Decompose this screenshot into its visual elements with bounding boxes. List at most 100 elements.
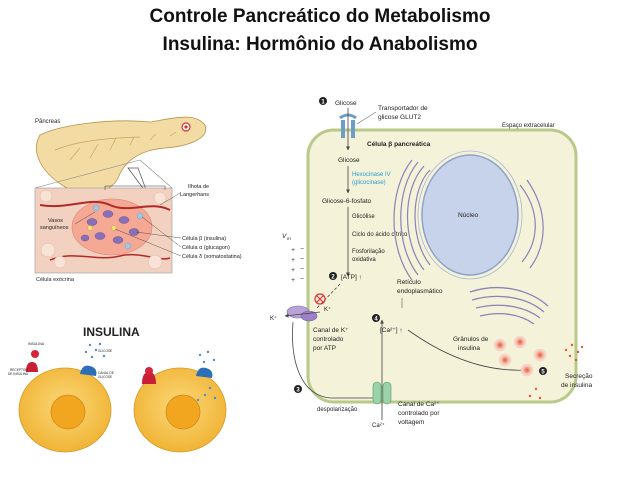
atp-label: [ATP] ↑ <box>341 274 362 281</box>
ca-channel-label-3: voltagem <box>398 419 424 426</box>
glut2-transporter <box>341 120 355 138</box>
golgi-apparatus <box>469 286 549 325</box>
hexokinase-label-2: (glicocinase) <box>352 180 386 186</box>
ca-increase-label: [Ca²⁺] ↑ <box>380 327 403 334</box>
oxphos-label-2: oxidativa <box>352 257 376 263</box>
islet-label-2: Langerhans <box>180 192 209 198</box>
svg-text:−: − <box>300 276 304 283</box>
step-1: 1 <box>321 100 325 106</box>
oxphos-label: Fosforilação <box>352 249 385 255</box>
secretion-label-2: de insulina <box>561 382 592 389</box>
insulin-molecule <box>31 350 39 358</box>
ca-channel-label: Canal de Ca²⁺ <box>398 401 440 408</box>
blood-vessel <box>39 200 171 211</box>
vm-subscript: m <box>287 236 291 241</box>
k-inside-label: K⁺ <box>324 306 331 313</box>
nucleus <box>421 154 519 276</box>
glucose-particles-left <box>84 342 106 359</box>
receptor-label: RECEPTOR <box>10 368 28 372</box>
transporter-label-2: glicose GLUT2 <box>378 114 421 121</box>
g6p-label: Glicose-6-fosfato <box>322 198 372 205</box>
secreted-insulin <box>528 343 584 400</box>
extracellular-label: Espaço extracelular <box>502 123 555 129</box>
alpha-label: Célula α (glucagon) <box>182 245 230 251</box>
insulin-title: INSULINA <box>83 325 140 339</box>
vm-label: V <box>282 233 287 240</box>
svg-text:+: + <box>291 257 295 264</box>
step-4: 4 <box>374 317 378 323</box>
title-line-2: Insulina: Hormônio do Anabolismo <box>162 34 478 55</box>
cell-nucleus-right <box>165 394 201 430</box>
nucleus-label: Núcleo <box>458 212 479 219</box>
step-1-badge <box>319 97 327 105</box>
step-3-badge <box>294 385 302 393</box>
pancreas-organ <box>36 116 207 194</box>
granules-label-2: insulina <box>458 345 480 352</box>
svg-text:+: + <box>291 277 295 284</box>
step-5-badge <box>539 367 547 375</box>
krebs-label: Ciclo do ácido cítrico <box>352 232 408 238</box>
insulin-receptor-left <box>26 362 38 372</box>
glucose-particles-right <box>196 350 217 402</box>
beta-label: Célula β (insulina) <box>182 236 226 242</box>
vessels-label-2: sanguíneos <box>40 225 69 231</box>
glucose-channel-right <box>196 367 213 378</box>
glycolysis-label: Glicólise <box>352 214 375 220</box>
svg-text:−: − <box>300 266 304 273</box>
svg-text:−: − <box>300 256 304 263</box>
pancreas-label: Pâncreas <box>35 119 60 125</box>
channel-label-2: GLICOSE <box>98 375 112 379</box>
insulin-receptor-right <box>142 372 156 384</box>
k-outside-label: K⁺ <box>270 315 277 322</box>
depolarization-label: despolarização <box>317 407 358 413</box>
exocrine-cells <box>39 189 167 270</box>
granules-label: Grânulos de <box>453 336 489 343</box>
endoplasmic-reticulum <box>393 159 544 281</box>
insulin-panel: INSULINA INSULINA RECEPTOR DE INSULINA G… <box>8 325 227 453</box>
pancreas-panel: Pâncreas Ilhota de Langerhans <box>34 116 242 283</box>
receptor-label-2: DE INSULINA <box>8 372 29 376</box>
ca-channel-label-2: controlado por <box>398 410 440 417</box>
er-label-2: endoplasmático <box>397 288 443 295</box>
cell-nucleus-left <box>50 394 86 430</box>
k-channel-label-2: controlado <box>313 336 344 343</box>
delta-label: Célula δ (somatostatina) <box>182 254 242 260</box>
vessels-label: Vasos <box>48 218 63 224</box>
step-2: 2 <box>331 275 335 281</box>
ca-outside-label: Ca²⁺ <box>372 422 385 429</box>
atp-block-icon <box>314 293 326 305</box>
k-channel-label: Canal de K⁺ <box>313 327 349 334</box>
insulin-label: INSULINA <box>28 342 45 346</box>
step-5: 5 <box>541 370 545 376</box>
svg-text:−: − <box>300 246 304 253</box>
cell-title: Célula β pancreática <box>367 141 431 148</box>
glucose-channel-left <box>80 365 97 376</box>
ca-channel <box>372 381 392 405</box>
svg-text:+: + <box>291 247 295 254</box>
exocrine-label: Célula exócrina <box>36 277 75 283</box>
hexokinase-label: Hexocinase IV <box>352 172 391 178</box>
channel-label: CANAL DE <box>98 371 114 375</box>
svg-text:+: + <box>291 267 295 274</box>
glucose-intracellular: Glicose <box>338 157 360 164</box>
step-3: 3 <box>296 388 300 394</box>
islet-label: Ilhota de <box>188 184 209 190</box>
depolarization-arrow <box>292 321 379 400</box>
alpha-cells <box>92 204 144 250</box>
title-line-1: Controle Pancreático do Metabolismo <box>149 6 491 27</box>
step-2-badge <box>329 272 337 280</box>
beta-cells <box>80 210 140 244</box>
pancreatic-duct <box>54 131 177 161</box>
membrane-charges: + + + + − − − − <box>291 246 304 284</box>
beta-cell-panel: Espaço extracelular Célula β pancreática… <box>270 97 593 429</box>
er-label: Retículo <box>397 279 421 286</box>
glucose-label: GLICOSE <box>98 349 112 353</box>
ca-to-granules-arrow <box>407 329 528 373</box>
step-4-badge <box>372 314 380 322</box>
k-channel-label-3: por ATP <box>313 345 336 352</box>
transporter-label: Transportador de <box>378 105 428 112</box>
insulin-granules <box>493 335 547 377</box>
glucose-extracellular: Glicose <box>335 100 357 107</box>
secretion-label: Secreção <box>565 373 593 380</box>
